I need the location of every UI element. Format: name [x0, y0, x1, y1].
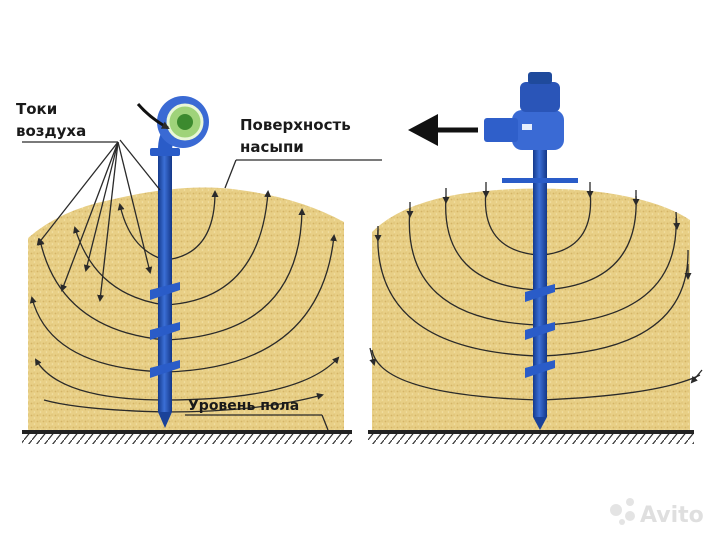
- floor-label-pointer: [185, 414, 329, 431]
- right-motor-cap: [528, 72, 552, 84]
- air-label-pointers: [22, 139, 161, 302]
- right-exhaust-arrowhead: [408, 114, 438, 146]
- left-aerator-pipe: [158, 150, 172, 412]
- air-currents-label-line1: Токи: [16, 100, 57, 118]
- left-aerator-flange: [150, 148, 180, 156]
- right-aerator-bracket: [502, 178, 578, 183]
- left-aerator: [136, 96, 209, 428]
- right-aerator-tip: [533, 417, 547, 430]
- right-grain-body: [372, 188, 690, 430]
- right-air-currents: [369, 182, 703, 401]
- right-fan-badge: [522, 124, 532, 130]
- left-aerator-auger: [150, 282, 180, 378]
- air-currents-label-line2: воздуха: [16, 122, 86, 140]
- right-grain-pile: [368, 188, 694, 444]
- left-grain-body: [28, 187, 344, 430]
- left-floor-hatch: [22, 434, 352, 444]
- right-aerator-pipe: [533, 145, 547, 417]
- right-fan-outlet: [484, 118, 518, 142]
- right-floor: [368, 430, 694, 434]
- left-aerator-tip: [158, 412, 172, 428]
- right-floor-hatch: [368, 434, 694, 444]
- right-aerator: [408, 72, 578, 430]
- left-inflow-arrow: [136, 103, 170, 130]
- surface-label-pointer: [224, 159, 382, 189]
- floor-level-label: Уровень пола: [188, 398, 299, 414]
- right-aerator-auger: [525, 284, 555, 378]
- avito-watermark-text: Avito: [640, 503, 704, 528]
- right-fan-housing: [512, 110, 564, 150]
- left-floor: [22, 430, 352, 434]
- left-grain-pile: [22, 187, 352, 444]
- avito-watermark: Avito: [610, 498, 704, 528]
- pile-surface-label-line1: Поверхность: [240, 116, 351, 134]
- right-motor: [520, 82, 560, 112]
- pile-surface-label-line2: насыпи: [240, 138, 304, 156]
- left-fan-hub: [177, 114, 193, 130]
